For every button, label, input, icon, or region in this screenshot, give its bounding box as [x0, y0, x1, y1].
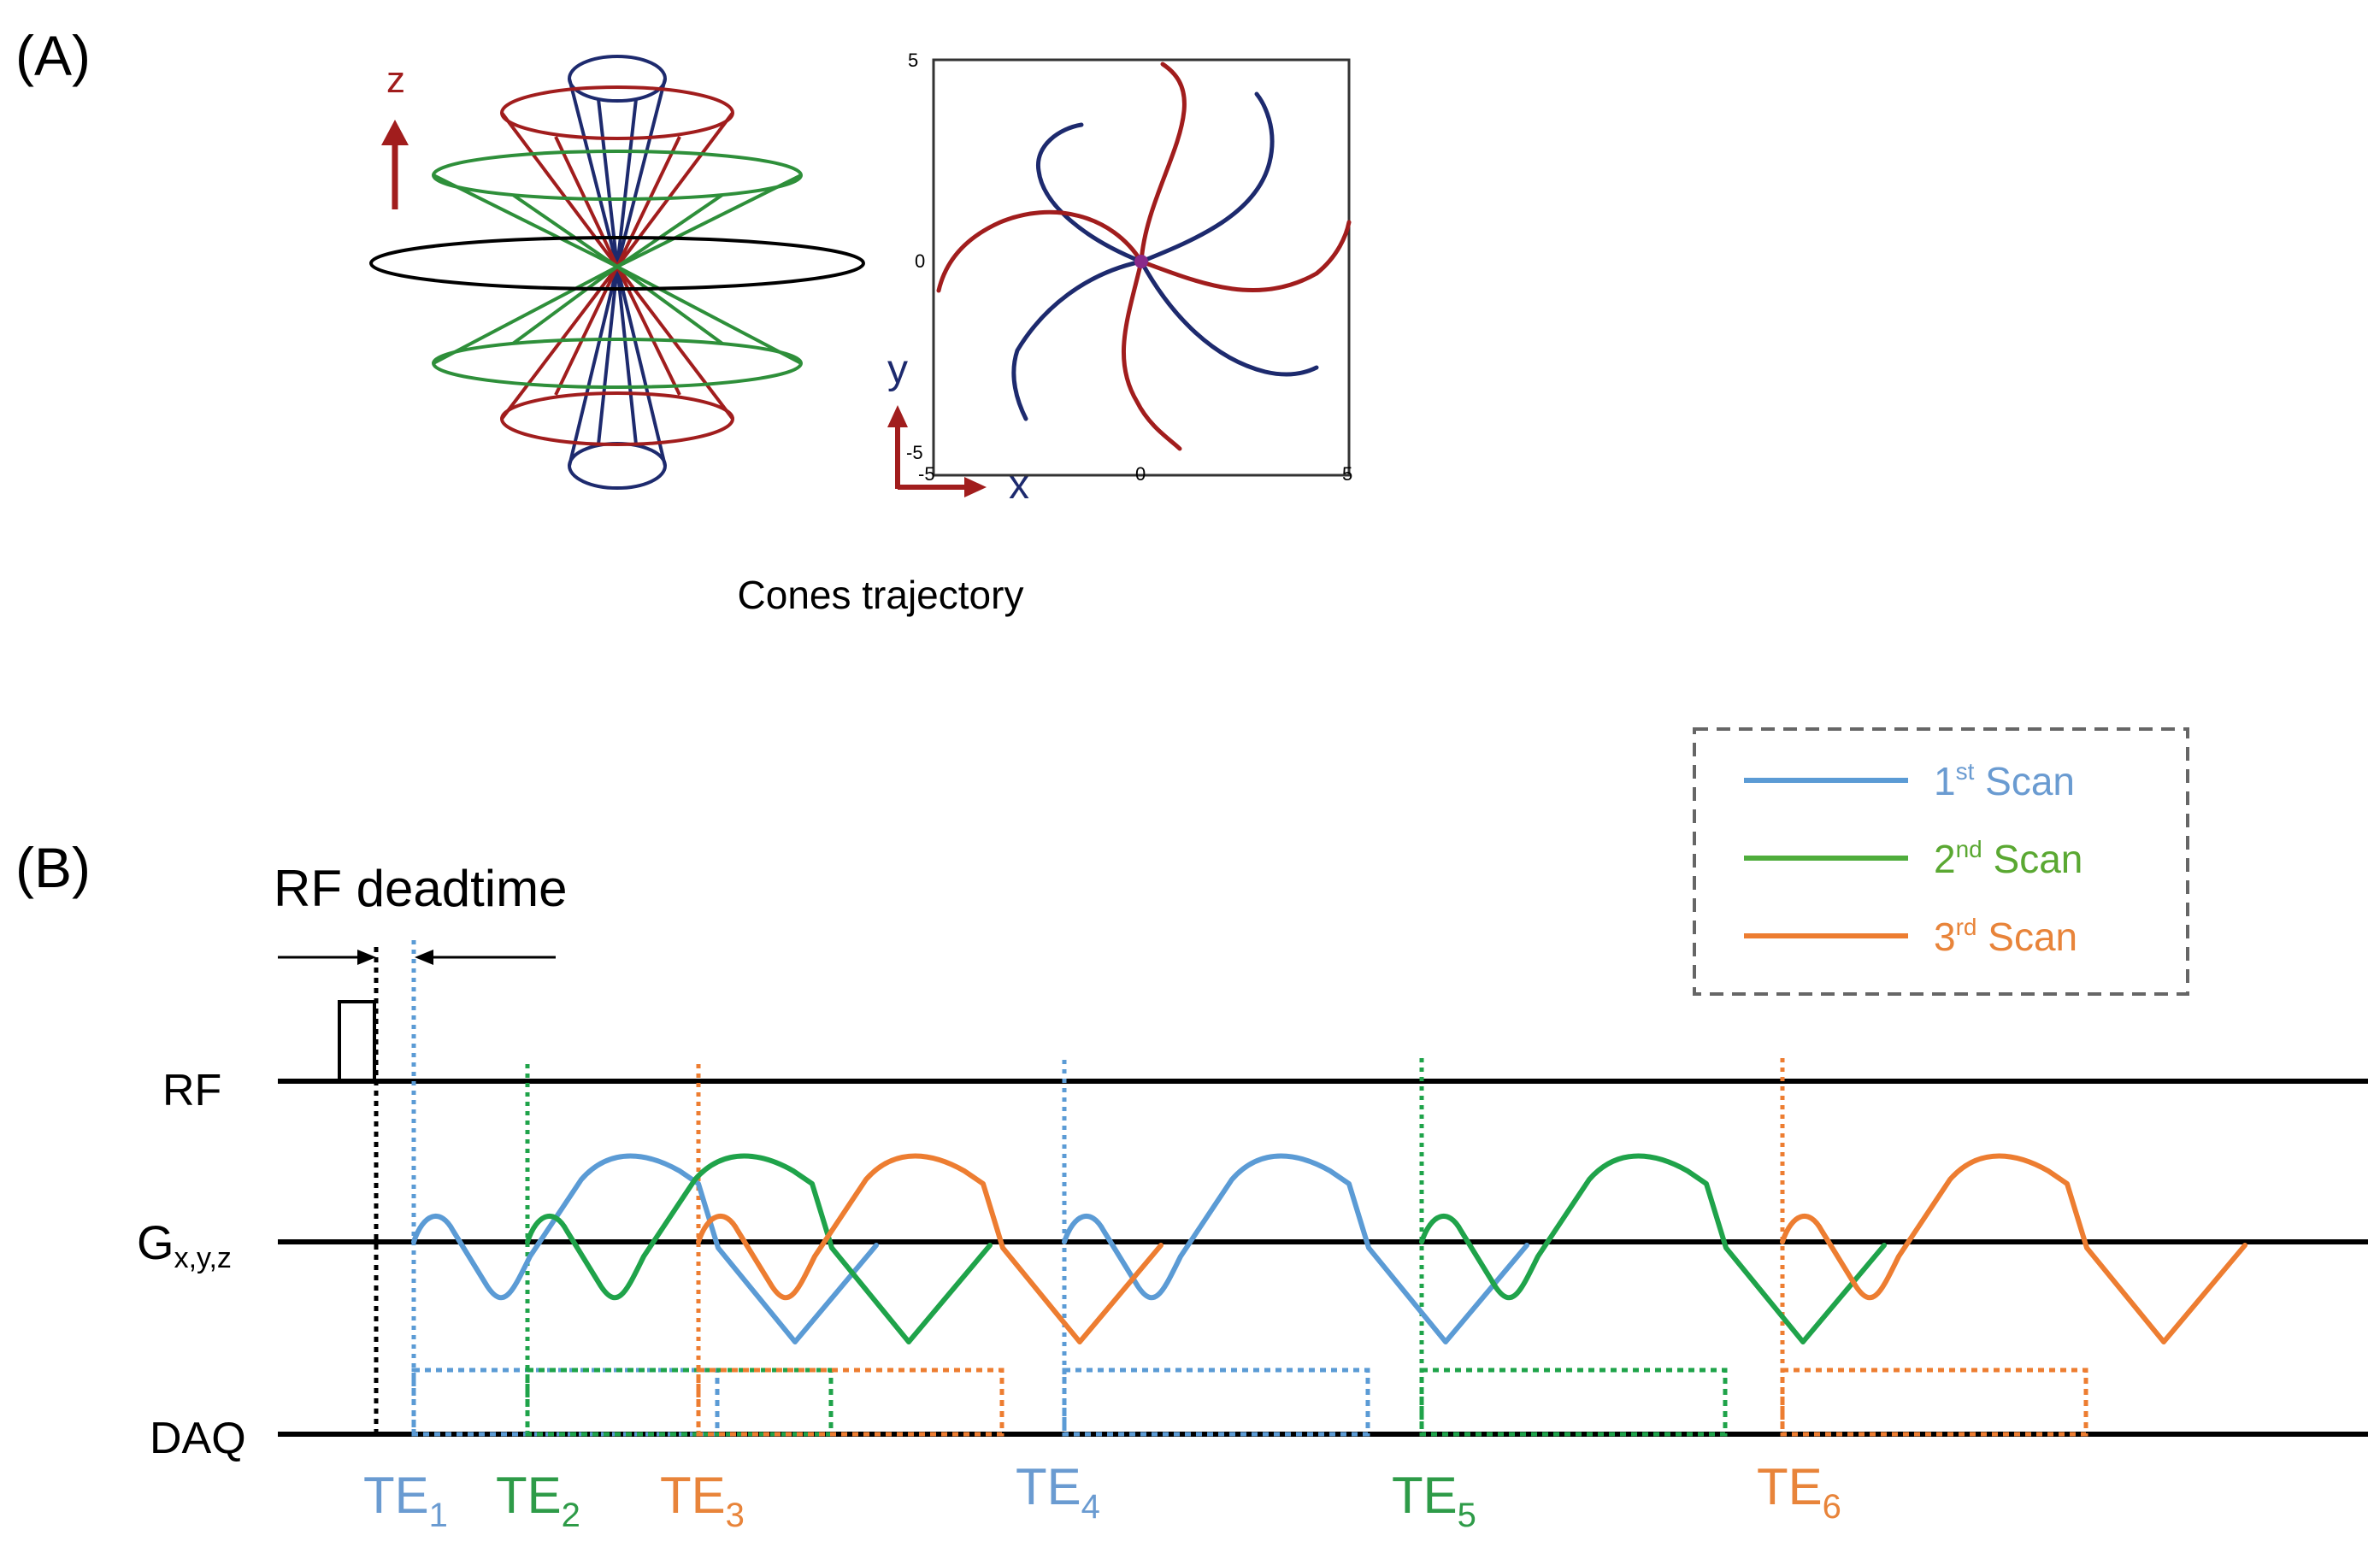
panel-a-caption: Cones trajectory: [738, 573, 1024, 617]
spiral-arm: [1139, 259, 1319, 377]
gradient-scan2: [525, 1153, 993, 1344]
legend-entry-2: 2nd Scan: [1934, 836, 2082, 881]
spiral-arm: [936, 209, 1144, 293]
rf-deadtime-label: RF deadtime: [274, 860, 567, 917]
y-tick-label: -5: [906, 442, 923, 463]
te-markers: [411, 940, 1785, 1434]
spiral-arm: [1139, 62, 1187, 264]
kspace-center-dot: [1134, 255, 1148, 268]
xy-plot-frame: [932, 58, 1351, 477]
x-tick-label: 0: [1135, 463, 1146, 485]
gradient-scan3: [696, 1153, 1163, 1344]
z-axis-label: z: [386, 59, 405, 101]
rf-deadtime-arrows: [278, 950, 556, 965]
te6-label: TE6: [1757, 1458, 1841, 1526]
daq-window-scan1: [411, 1368, 720, 1437]
daq-window-scan2: [1419, 1368, 1728, 1437]
daq-window-scan3: [696, 1368, 1004, 1437]
rf-pulse: [338, 1000, 376, 1081]
legend: 1st Scan 2nd Scan 3rd Scan: [1693, 727, 2189, 996]
legend-entry-3: 3rd Scan: [1934, 914, 2077, 959]
daq-window-scan1: [1062, 1368, 1370, 1437]
spiral-arm: [1011, 259, 1144, 421]
te3-label: TE3: [660, 1467, 745, 1534]
cones-3d-illustration: [369, 55, 865, 490]
spiral-arm: [1139, 220, 1352, 292]
te5-label: TE5: [1392, 1467, 1476, 1534]
daq-window-scan2: [525, 1368, 834, 1437]
gradient-waveforms: [411, 1153, 2247, 1344]
spiral-arm: [1036, 122, 1144, 264]
z-axis-arrow: [381, 120, 409, 209]
te1-label: TE1: [363, 1467, 448, 1534]
rf-row-label: RF: [162, 1066, 221, 1115]
gradient-scan3: [1780, 1153, 2247, 1344]
x-tick-label: 5: [1342, 463, 1352, 485]
gradient-scan1: [1062, 1153, 1529, 1344]
gradient-row-label: Gx,y,z: [137, 1215, 232, 1274]
daq-windows: [411, 1368, 2088, 1437]
gradient-scan2: [1419, 1153, 1887, 1344]
te4-label: TE4: [1016, 1458, 1100, 1526]
x-axis-label: x: [1009, 462, 1029, 508]
xy-trajectory-plot: [932, 58, 1352, 477]
x-tick-label: -5: [918, 463, 935, 485]
panel-b-label: (B): [15, 836, 91, 899]
daq-window-scan3: [1780, 1368, 2088, 1437]
spiral-arm: [1121, 259, 1182, 451]
y-axis-label: y: [887, 347, 908, 392]
xy-axes-arrows: [887, 405, 987, 497]
te2-label: TE2: [496, 1467, 580, 1534]
y-tick-label: 0: [915, 250, 925, 272]
legend-entry-1: 1st Scan: [1934, 758, 2075, 803]
spiral-arm: [1139, 91, 1275, 264]
legend-frame: [1693, 727, 2189, 996]
panel-a-label: (A): [15, 24, 91, 87]
daq-row-label: DAQ: [150, 1414, 246, 1463]
y-tick-label: 5: [908, 50, 918, 71]
gradient-scan1: [411, 1153, 879, 1344]
